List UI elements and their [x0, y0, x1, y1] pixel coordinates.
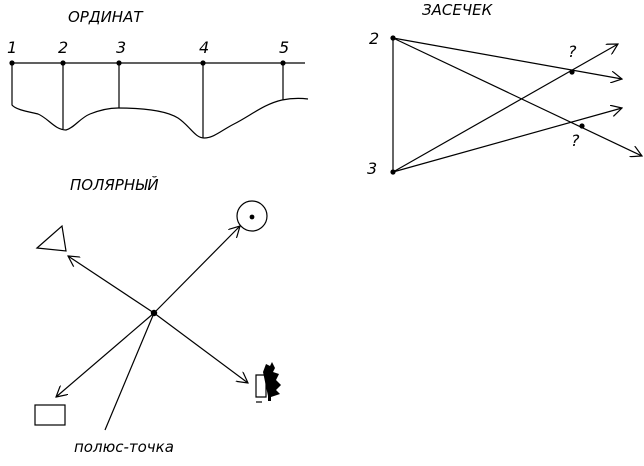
unknown-label-upper: ?: [568, 42, 577, 61]
ray-to-rectangle: [56, 312, 155, 397]
ordinat-method: ОРДИНАТ 1 2 3 4 5: [7, 8, 309, 139]
point-5: [280, 60, 286, 66]
pole-point-dot: [150, 309, 158, 317]
unknown-label-lower: ?: [571, 131, 580, 150]
intersection-lower-dot: [579, 123, 585, 129]
contour-curve: [11, 63, 309, 139]
station-2-dot: [390, 35, 396, 41]
tree-landmark-icon: [255, 362, 281, 403]
circle-landmark-center-icon: [249, 214, 255, 220]
zasechek-method: ЗАСЕЧЕК 2 3 ? ?: [367, 1, 642, 178]
circle-landmark-icon: [236, 200, 268, 232]
triangle-landmark-icon: [35, 224, 67, 252]
point-2: [60, 60, 66, 66]
ray-3-lower: [392, 108, 622, 173]
station-label-2: 2: [369, 29, 379, 48]
pole-leader-line: [104, 312, 155, 431]
ordinat-title: ОРДИНАТ: [68, 8, 144, 26]
point-label-2: 2: [58, 38, 68, 57]
point-label-4: 4: [199, 38, 209, 57]
point-4: [200, 60, 206, 66]
polar-method: ПОЛЯРНЫЙ полюс-точка: [34, 175, 281, 456]
station-3-dot: [390, 169, 396, 175]
point-label-5: 5: [279, 38, 289, 57]
point-3: [116, 60, 122, 66]
intersection-upper-dot: [569, 69, 575, 75]
point-1: [9, 60, 15, 66]
ray-to-triangle: [68, 256, 155, 314]
station-label-3: 3: [367, 159, 377, 178]
ray-2-lower: [392, 37, 642, 156]
rectangle-landmark-icon: [34, 404, 66, 426]
point-label-1: 1: [7, 38, 17, 57]
ray-3-upper: [392, 44, 618, 173]
ray-to-circle: [153, 226, 240, 314]
polar-title: ПОЛЯРНЫЙ: [70, 175, 159, 194]
point-label-3: 3: [116, 38, 126, 57]
zasechek-title: ЗАСЕЧЕК: [422, 1, 494, 19]
pole-point-label: полюс-точка: [74, 438, 174, 456]
ray-to-tree: [153, 312, 248, 383]
ray-2-upper: [392, 37, 622, 79]
